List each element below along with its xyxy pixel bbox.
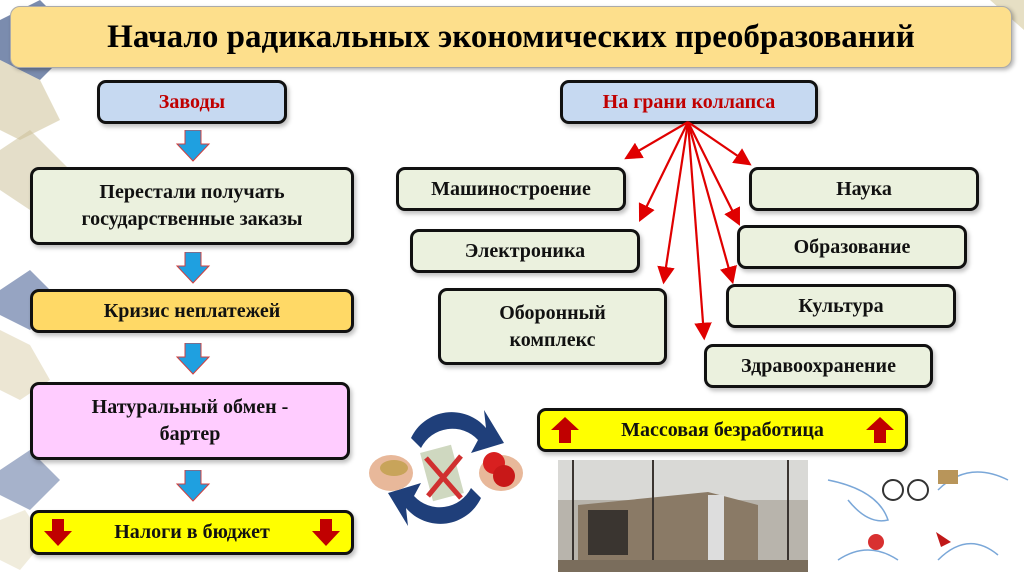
page-title: Начало радикальных экономических преобра…: [10, 6, 1012, 68]
arrow-to-defense: [657, 121, 690, 285]
goods-exchange-illustration: [827, 470, 1009, 561]
taxes-label: Налоги в бюджет: [114, 521, 270, 543]
stopped-orders-box: Перестали получать государственные заказы: [30, 167, 354, 245]
line: комплекс: [509, 328, 596, 351]
arrow-down-icon: [175, 252, 211, 284]
arrow-to-education: [687, 121, 740, 226]
culture-box: Культура: [726, 284, 956, 328]
unemployment-label: Массовая безработица: [621, 418, 824, 441]
barter-exchange-image: [369, 410, 523, 526]
barter-box: Натуральный обмен - бартер: [30, 382, 350, 460]
arrow-to-culture: [686, 121, 737, 285]
red-arrow-up-icon: [866, 417, 894, 443]
arrow-down-icon: [175, 470, 211, 502]
taxes-box: Налоги в бюджет: [30, 510, 354, 555]
machine-building-box: Машиностроение: [396, 167, 626, 211]
line: Оборонный: [499, 301, 606, 324]
electronics-box: Электроника: [410, 229, 640, 273]
arrow-down-icon: [175, 130, 211, 162]
arrow-to-electronics: [638, 121, 689, 222]
education-box: Образование: [737, 225, 967, 269]
red-arrow-down-icon: [312, 518, 340, 546]
line: Натуральный обмен -: [91, 396, 289, 418]
non-payment-crisis-box: Кризис неплатежей: [30, 289, 354, 333]
abandoned-building-photo: [558, 460, 808, 572]
arrow-to-science: [687, 121, 752, 166]
arrow-down-icon: [175, 343, 211, 375]
red-arrow-down-icon: [44, 518, 72, 546]
defense-box: Оборонный комплекс: [438, 288, 667, 365]
healthcare-box: Здравоохранение: [704, 344, 933, 388]
arrow-to-machine: [624, 121, 689, 160]
factories-box: Заводы: [97, 80, 287, 124]
science-box: Наука: [749, 167, 979, 211]
red-arrow-up-icon: [551, 417, 579, 443]
line: государственные заказы: [81, 208, 303, 230]
line: бартер: [159, 423, 221, 445]
unemployment-box: Массовая безработица: [537, 408, 908, 452]
line: Перестали получать: [99, 181, 285, 203]
arrow-to-health: [686, 121, 712, 341]
